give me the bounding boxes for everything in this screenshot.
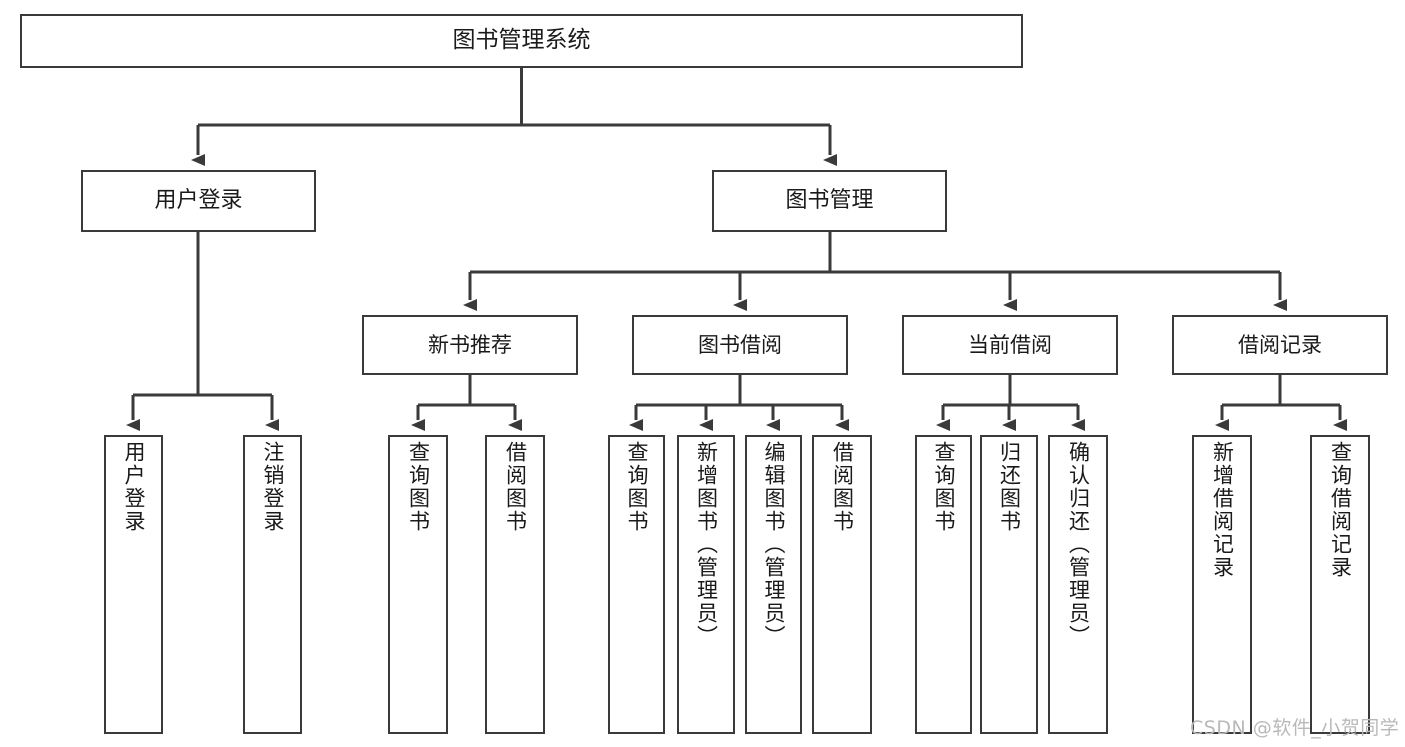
leaf-label: 归还图书 [997,441,1022,533]
leaf-query-book-borrow[interactable]: 查询图书 [608,435,665,734]
node-label: 借阅记录 [1238,332,1322,357]
leaf-label: 新增图书（管理员） [694,441,719,648]
leaf-logout[interactable]: 注销登录 [243,435,302,734]
node-user-login[interactable]: 用户登录 [81,170,316,232]
leaf-query-book-recommend[interactable]: 查询图书 [388,435,448,734]
node-label: 图书管理系统 [452,27,591,54]
node-root[interactable]: 图书管理系统 [20,14,1023,68]
node-book-borrow[interactable]: 图书借阅 [632,315,848,375]
node-label: 图书管理 [785,188,874,214]
leaf-label: 借阅图书 [503,441,528,533]
leaf-label: 注销登录 [261,441,285,533]
leaf-label: 用户登录 [122,441,146,533]
leaf-add-borrow-record[interactable]: 新增借阅记录 [1192,435,1252,734]
leaf-edit-book-admin[interactable]: 编辑图书（管理员） [745,435,802,734]
leaf-label: 借阅图书 [830,441,855,533]
leaf-label: 编辑图书（管理员） [762,441,786,648]
leaf-label: 新增借阅记录 [1210,441,1235,579]
leaf-query-borrow-record[interactable]: 查询借阅记录 [1310,435,1370,734]
leaf-label: 查询图书 [932,441,956,533]
node-current-borrow[interactable]: 当前借阅 [902,315,1118,375]
watermark: CSDN @软件_小贺同学 [1190,717,1400,739]
leaf-label: 查询图书 [625,441,649,533]
leaf-label: 查询借阅记录 [1328,441,1353,579]
node-borrow-record[interactable]: 借阅记录 [1172,315,1388,375]
leaf-confirm-return-admin[interactable]: 确认归还（管理员） [1048,435,1108,734]
leaf-borrow-book-recommend[interactable]: 借阅图书 [485,435,545,734]
leaf-return-book[interactable]: 归还图书 [980,435,1038,734]
leaf-label: 确认归还（管理员） [1066,441,1091,648]
leaf-add-book-admin[interactable]: 新增图书（管理员） [677,435,735,734]
leaf-borrow-book[interactable]: 借阅图书 [812,435,872,734]
node-label: 图书借阅 [698,332,782,357]
leaf-label: 查询图书 [406,441,431,533]
leaf-user-login[interactable]: 用户登录 [104,435,163,734]
node-book-management[interactable]: 图书管理 [712,170,947,232]
node-new-book-recommend[interactable]: 新书推荐 [362,315,578,375]
leaf-query-book-current[interactable]: 查询图书 [915,435,972,734]
node-label: 用户登录 [154,188,243,214]
node-label: 当前借阅 [968,332,1052,357]
node-label: 新书推荐 [428,332,512,357]
